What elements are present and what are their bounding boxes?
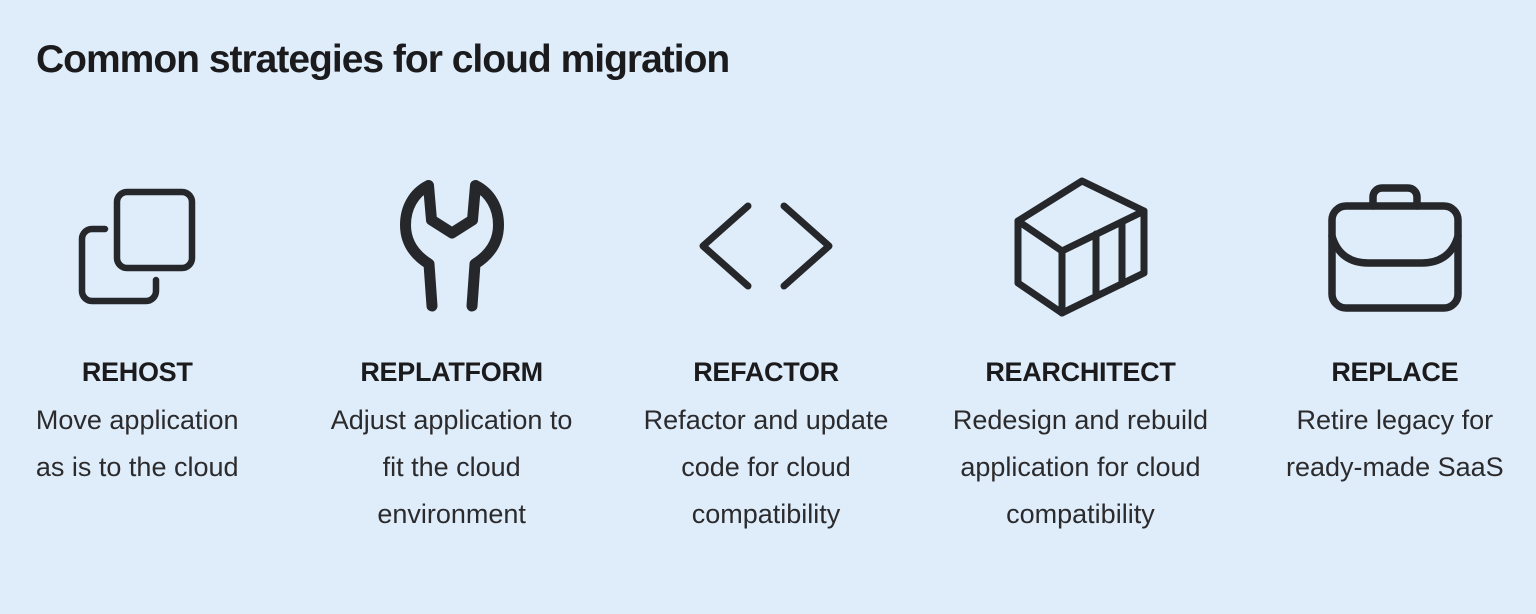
code-icon xyxy=(699,202,833,290)
cube-icon xyxy=(1014,177,1148,317)
strategies-row: REHOST Move application as is to the clo… xyxy=(0,175,1536,538)
strategy-name: REARCHITECT xyxy=(985,357,1176,387)
page-title: Common strategies for cloud migration xyxy=(36,38,730,81)
strategy-rehost: REHOST Move application as is to the clo… xyxy=(0,175,294,538)
strategy-replatform: REPLATFORM Adjust application to fit the… xyxy=(294,175,608,538)
strategy-description: Redesign and rebuild application for clo… xyxy=(952,405,1209,529)
wrench-icon xyxy=(399,180,504,312)
strategy-description: Refactor and update code for cloud compa… xyxy=(643,405,889,529)
strategy-name: REPLACE xyxy=(1331,357,1459,387)
strategy-description: Adjust application to fit the cloud envi… xyxy=(330,405,573,529)
strategy-name: REPLATFORM xyxy=(360,357,543,387)
strategy-description: Move application as is to the cloud xyxy=(35,405,239,482)
strategy-replace: REPLACE Retire legacy for ready-made Saa… xyxy=(1238,175,1536,538)
briefcase-icon xyxy=(1328,183,1462,312)
strategy-refactor: REFACTOR Refactor and update code for cl… xyxy=(609,175,923,538)
copy-icon xyxy=(78,188,196,304)
strategy-rearchitect: REARCHITECT Redesign and rebuild applica… xyxy=(923,175,1237,538)
strategy-name: REFACTOR xyxy=(693,357,839,387)
strategy-description: Retire legacy for ready-made SaaS xyxy=(1286,405,1504,482)
strategy-name: REHOST xyxy=(81,357,193,387)
